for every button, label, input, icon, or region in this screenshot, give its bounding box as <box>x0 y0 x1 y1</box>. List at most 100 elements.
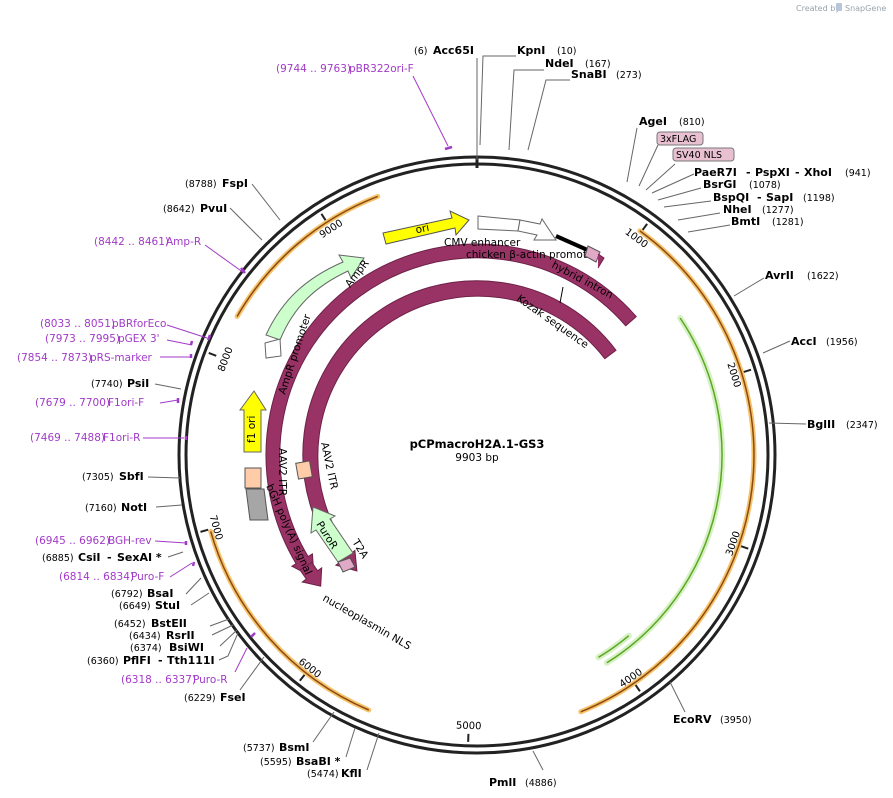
primer-range-pbrforeco: (8033 .. 8051) <box>40 318 115 330</box>
site-leader-lines <box>147 55 807 771</box>
orange-band-top <box>234 193 381 319</box>
site-acci: AccI <box>791 335 817 348</box>
site-paer7i: PaeR7I <box>694 166 737 179</box>
tick-label-1000: 1000 <box>623 227 650 251</box>
site-bsai: BsaI <box>147 587 173 600</box>
puror-feature: PuroR <box>310 506 354 563</box>
green-band <box>595 315 725 666</box>
site-pos-ndei: (167) <box>585 59 611 70</box>
tick-mark-8000 <box>208 352 217 357</box>
site-csii: CsiI <box>78 551 100 564</box>
chicken-promoter-label: chicken β-actin promoter <box>466 249 598 261</box>
site-bglii: BglII <box>807 418 835 431</box>
primer-pbrforeco: pBRforEco <box>112 318 166 330</box>
site-pos-acc65i: (6) <box>414 46 427 57</box>
site-stui: StuI <box>155 599 180 612</box>
primer-range-bgh-rev: (6945 .. 6962) <box>35 535 110 547</box>
primer-leader-lines <box>143 75 449 673</box>
primer-range-puro-f: (6814 .. 6834) <box>59 571 134 583</box>
primer-f1ori-f: F1ori-F <box>108 397 144 409</box>
site-psii: PsiI <box>127 377 149 390</box>
site-sexai: SexAI * <box>117 551 162 564</box>
site-ecorv: EcoRV <box>673 713 712 726</box>
f1-ori-feature: f1 ori <box>239 390 267 453</box>
site-pos-bsabi: (5595) <box>260 757 292 768</box>
site-fsei: FseI <box>220 691 246 704</box>
site-pos-bsai: (6792) <box>111 589 143 600</box>
ori-feature: ori <box>382 210 470 245</box>
site-pos-fspi: (8788) <box>185 179 217 190</box>
site-pos-pflfi: (6360) <box>87 656 119 667</box>
cmv-label: CMV enhancer <box>444 237 521 249</box>
tag-sv40-nls-label: SV40 NLS <box>676 150 722 161</box>
site-agei: AgeI <box>639 115 667 128</box>
site-pos-sapi: (1198) <box>803 193 835 204</box>
primer-range-pbr322ori-f: (9744 .. 9763) <box>276 63 351 75</box>
primer-range-prs-marker: (7854 .. 7873) <box>17 352 92 364</box>
site-pos-noti: (7160) <box>85 503 117 514</box>
primer-bgh-rev: BGH-rev <box>108 535 152 547</box>
site-pos-kpni: (10) <box>557 46 577 57</box>
cmv-feature: CMV enhancer chicken β-actin promoter <box>444 215 598 261</box>
site-sbfi: SbfI <box>119 470 144 483</box>
primer-labels: (9744 .. 9763) pBR322ori-F (8442 .. 8461… <box>17 63 414 686</box>
site-ndei: NdeI <box>545 57 574 70</box>
site-sep-1: - <box>746 166 751 179</box>
tick-label-7000: 7000 <box>207 514 224 541</box>
plasmid-name: pCPmacroH2A.1-GS3 <box>410 437 545 451</box>
site-sep-5: - <box>107 551 112 564</box>
primer-prs-marker: pRS-marker <box>90 352 153 364</box>
site-pos-ecorv: (3950) <box>720 715 752 726</box>
primer-range-f1ori-f: (7679 .. 7700) <box>35 397 110 409</box>
credit-brand: SnapGene <box>845 4 886 13</box>
site-rsrii: RsrII <box>166 629 195 642</box>
site-pos-bsmi: (5737) <box>243 743 275 754</box>
site-avrii: AvrII <box>765 269 794 282</box>
orange-band-right <box>578 228 757 715</box>
tick-label-8000: 8000 <box>216 346 235 374</box>
primer-range-amp-r: (8442 .. 8461) <box>94 236 169 248</box>
primer-puro-f: Puro-F <box>131 571 164 583</box>
site-fspi: FspI <box>222 177 248 190</box>
site-pos-kfli: (5474) <box>307 769 339 780</box>
orange-band-left <box>208 528 372 713</box>
primer-range-puro-r: (6318 .. 6337) <box>121 674 196 686</box>
snapgene-credit: Created by SnapGene <box>796 3 886 13</box>
site-bsteii: BstEII <box>151 617 187 630</box>
site-tth111i: Tth111I <box>167 654 215 667</box>
site-pos-rsrii: (6434) <box>129 631 161 642</box>
primer-puro-r: Puro-R <box>193 674 228 686</box>
site-sapi: SapI <box>766 191 793 204</box>
tag-3xflag-label: 3xFLAG <box>660 134 696 145</box>
tick-mark-9000 <box>320 213 327 222</box>
site-pos-avrii: (1622) <box>807 271 839 282</box>
tick-mark-6000 <box>299 673 306 682</box>
site-bmti: BmtI <box>731 215 760 228</box>
site-xhoi: XhoI <box>804 166 832 179</box>
primer-f1ori-r: F1ori-R <box>103 432 140 444</box>
hybrid-intron-label: hybrid intron <box>550 259 615 301</box>
bgh-label: bGH poly(A) signal <box>263 482 314 576</box>
site-kpni: KpnI <box>517 44 545 57</box>
site-pmli: PmlI <box>489 776 516 789</box>
site-bsrgi: BsrGI <box>703 178 736 191</box>
tick-mark-3000 <box>740 545 749 550</box>
nls-label: nucleoplasmin NLS <box>321 592 414 652</box>
aav2-itr-left-feature: AAV2 ITR <box>244 448 288 496</box>
tick-mark-2000 <box>743 368 752 374</box>
site-pos-bglii: (2347) <box>846 420 878 431</box>
site-bsmi: BsmI <box>279 741 310 754</box>
tag-sv40-nls: SV40 NLS <box>672 147 735 162</box>
site-pos-stui: (6649) <box>119 601 151 612</box>
site-pspxi: PspXI <box>755 166 790 179</box>
site-noti: NotI <box>121 501 147 514</box>
hybrid-intron-feature: hybrid intron <box>550 234 615 301</box>
site-pos-sbfi: (7305) <box>82 472 114 483</box>
plasmid-size: 9903 bp <box>455 452 499 464</box>
cas9-inner-label: Cas9 <box>557 587 584 609</box>
site-bspqi: BspQI <box>713 191 749 204</box>
aav2-itr-right-label: AAV2 ITR <box>318 441 340 490</box>
site-pos-snabi: (273) <box>616 70 642 81</box>
site-pos-nhei: (1277) <box>762 205 794 216</box>
site-sep-4: - <box>158 654 163 667</box>
